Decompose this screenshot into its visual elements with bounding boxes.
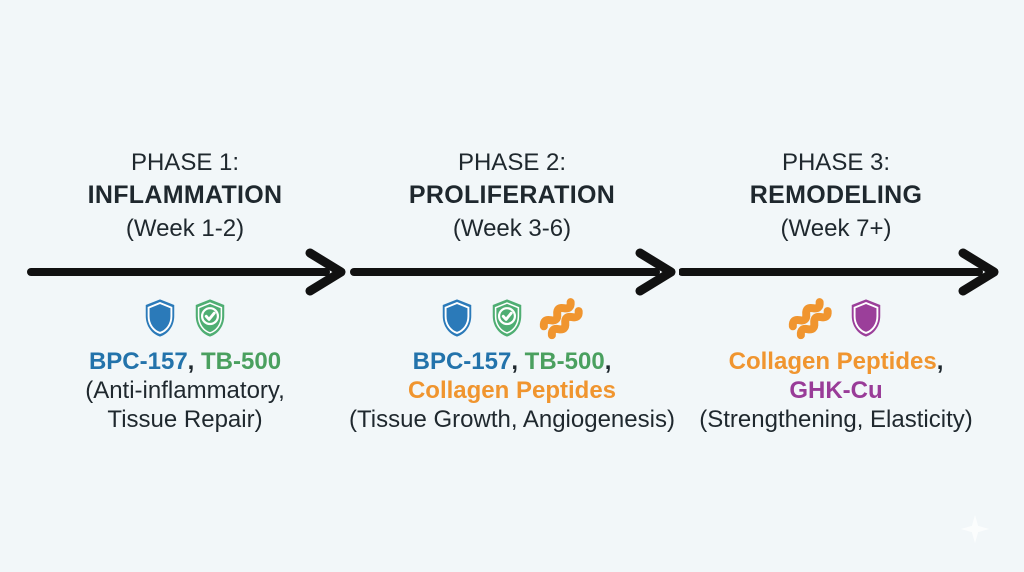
blue-shield-icon (438, 297, 476, 339)
phase-1-header: PHASE 1: INFLAMMATION (Week 1-2) (10, 147, 360, 245)
phase-1-weeks: (Week 1-2) (125, 215, 245, 242)
phase-3-header: PHASE 3: REMODELING (Week 7+) (661, 147, 1011, 245)
peptide-tb-500: TB-500 (524, 348, 605, 375)
phase-3-weeks: (Week 7+) (780, 215, 892, 242)
collagen-icon (787, 296, 835, 340)
phase-2-column: PHASE 2: PROLIFERATION (Week 3-6) (337, 0, 687, 572)
timeline-arrow-3 (679, 248, 999, 296)
peptide-bpc-157: BPC-157 (88, 348, 188, 375)
phase-1-description-line-2: Tissue Repair) (107, 406, 263, 433)
green-check-shield-icon (191, 297, 229, 339)
sparkle-icon (960, 514, 990, 544)
phase-1-column: PHASE 1: INFLAMMATION (Week 1-2) (10, 0, 360, 572)
phase-3-description-line: (Strengthening, Elasticity) (699, 406, 973, 433)
separator: , (187, 348, 202, 375)
phase-3-title: PHASE 3: (781, 149, 891, 176)
phase-2-text: BPC-157, TB-500, Collagen Peptides (Tiss… (337, 347, 687, 434)
separator: , (604, 348, 612, 375)
peptide-collagen: Collagen Peptides (407, 377, 617, 404)
phase-3-column: PHASE 3: REMODELING (Week 7+) (661, 0, 1011, 572)
phase-1-icons (10, 296, 360, 340)
timeline-arrow-1 (27, 248, 346, 296)
phase-2-header: PHASE 2: PROLIFERATION (Week 3-6) (337, 147, 687, 245)
collagen-icon (538, 296, 586, 340)
phase-2-name: PROLIFERATION (408, 181, 616, 209)
phase-1-text: BPC-157, TB-500 (Anti-inflammatory, Tiss… (10, 347, 360, 434)
separator: , (936, 348, 944, 375)
peptide-collagen: Collagen Peptides (728, 348, 937, 375)
phase-2-weeks: (Week 3-6) (452, 215, 572, 242)
phase-1-title: PHASE 1: (130, 149, 240, 176)
phase-2-description-line: (Tissue Growth, Angiogenesis) (349, 406, 675, 433)
phase-2-peptides-line-2: Collagen Peptides (337, 376, 687, 405)
separator: , (511, 348, 525, 375)
peptide-ghk-cu: GHK-Cu (789, 377, 883, 404)
phase-3-text: Collagen Peptides, GHK-Cu (Strengthening… (661, 347, 1011, 434)
peptide-bpc-157: BPC-157 (412, 348, 512, 375)
phase-3-peptides-line-2: GHK-Cu (661, 376, 1011, 405)
green-check-shield-icon (488, 297, 526, 339)
phase-1-peptides-line: BPC-157, TB-500 (10, 347, 360, 376)
phase-2-title: PHASE 2: (457, 149, 567, 176)
timeline-arrow-2 (350, 248, 676, 296)
phase-1-description-line-1: (Anti-inflammatory, (85, 377, 285, 404)
blue-shield-icon (141, 297, 179, 339)
phase-2-peptides-line-1: BPC-157, TB-500, (337, 347, 687, 376)
purple-shield-icon (847, 297, 885, 339)
phase-3-peptides-line-1: Collagen Peptides, (661, 347, 1011, 376)
phase-1-name: INFLAMMATION (87, 181, 283, 209)
peptide-tb-500: TB-500 (201, 348, 282, 375)
phase-2-icons (337, 296, 687, 340)
phase-3-icons (661, 296, 1011, 340)
phase-3-name: REMODELING (749, 181, 923, 209)
